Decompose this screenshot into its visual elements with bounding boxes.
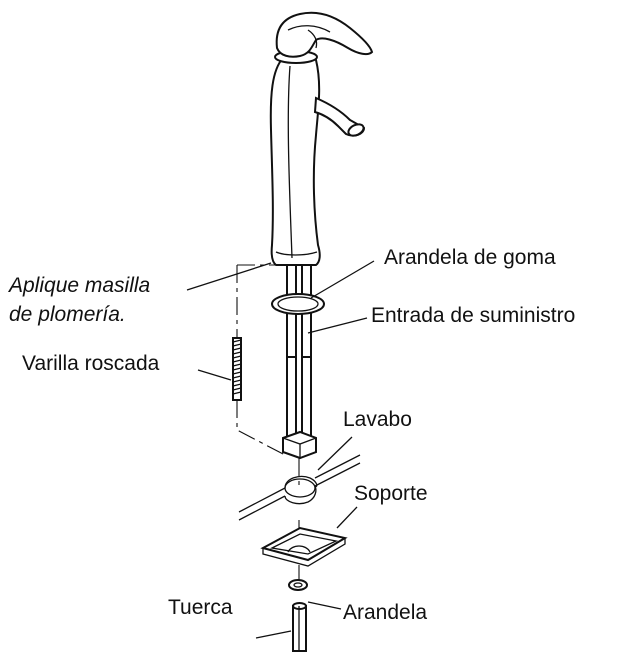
nut-icon <box>292 602 307 652</box>
label-threaded-rod: Varilla roscada <box>22 352 160 375</box>
label-washer: Arandela <box>343 601 427 624</box>
label-rubber-washer: Arandela de goma <box>384 246 556 269</box>
washer-icon <box>288 579 308 591</box>
label-nut: Tuerca <box>168 596 233 619</box>
sink-deck-icon <box>238 454 361 521</box>
bracket-icon <box>260 526 348 567</box>
handle-icon <box>275 11 374 58</box>
spout-icon <box>313 96 366 137</box>
leader-lines <box>186 260 375 639</box>
label-bracket: Soporte <box>354 482 428 505</box>
label-apply-putty-line2: de plomería. <box>9 303 126 326</box>
threaded-rod-icon <box>232 337 242 401</box>
faucet-body-icon <box>269 50 321 266</box>
label-supply-inlet: Entrada de suministro <box>371 304 575 327</box>
label-sink: Lavabo <box>343 408 412 431</box>
label-apply-putty-line1: Aplique masilla <box>7 274 150 297</box>
rubber-washer-icon <box>271 293 325 315</box>
